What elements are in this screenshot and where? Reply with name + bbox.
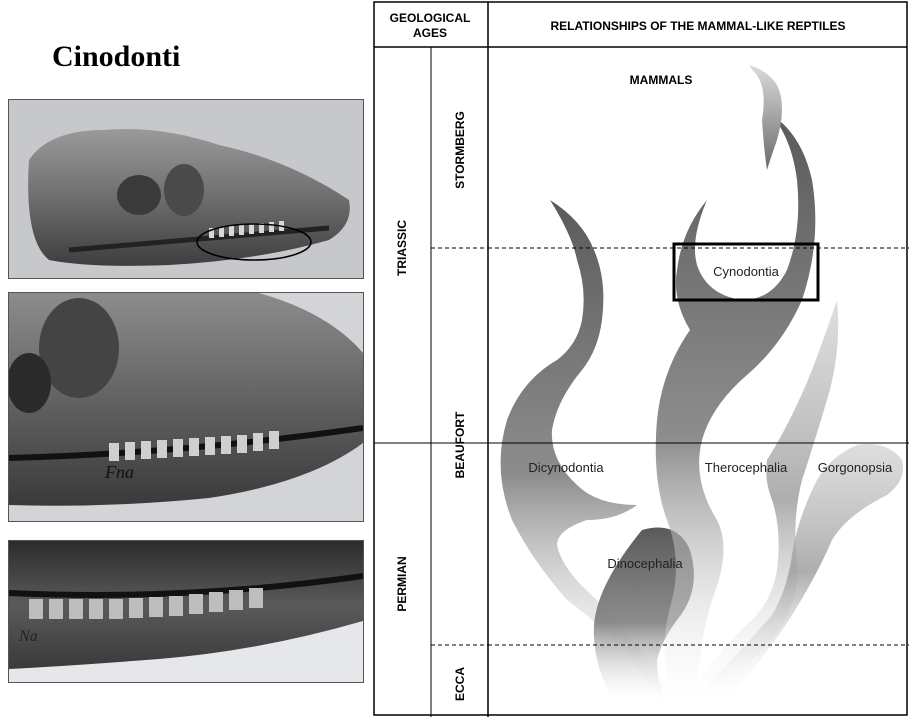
- handwritten-label: Fna: [104, 462, 134, 482]
- header-geological-ages-line1: GEOLOGICAL: [390, 11, 471, 25]
- header-title: RELATIONSHIPS OF THE MAMMAL-LIKE REPTILE…: [550, 19, 845, 33]
- stage-stormberg-label: STORMBERG: [453, 111, 467, 189]
- clade-cynodontia-label: Cynodontia: [713, 264, 780, 279]
- teeth-closeup-photo: Na: [8, 540, 364, 683]
- page-title: Cinodonti: [52, 40, 180, 74]
- stage-ecca-label: ECCA: [453, 667, 467, 701]
- clade-gorgonopsia-label: Gorgonopsia: [818, 460, 893, 475]
- clade-dinocephalia-label: Dinocephalia: [607, 556, 683, 571]
- skull-side-view-photo: [8, 99, 364, 279]
- handwritten-label: Na: [18, 628, 38, 645]
- header-geological-ages-line2: AGES: [413, 26, 447, 40]
- clade-therocephalia-label: Therocephalia: [705, 460, 788, 475]
- period-permian-label: PERMIAN: [395, 556, 409, 611]
- mammals-label: MAMMALS: [630, 73, 693, 87]
- period-triassic-label: TRIASSIC: [395, 220, 409, 276]
- clade-dicynodontia-label: Dicynodontia: [528, 460, 604, 475]
- jaw-closeup-photo: Fna: [8, 292, 364, 522]
- mammal-like-reptiles-diagram: GEOLOGICAL AGES RELATIONSHIPS OF THE MAM…: [372, 0, 909, 717]
- stage-beaufort-label: BEAUFORT: [453, 411, 467, 478]
